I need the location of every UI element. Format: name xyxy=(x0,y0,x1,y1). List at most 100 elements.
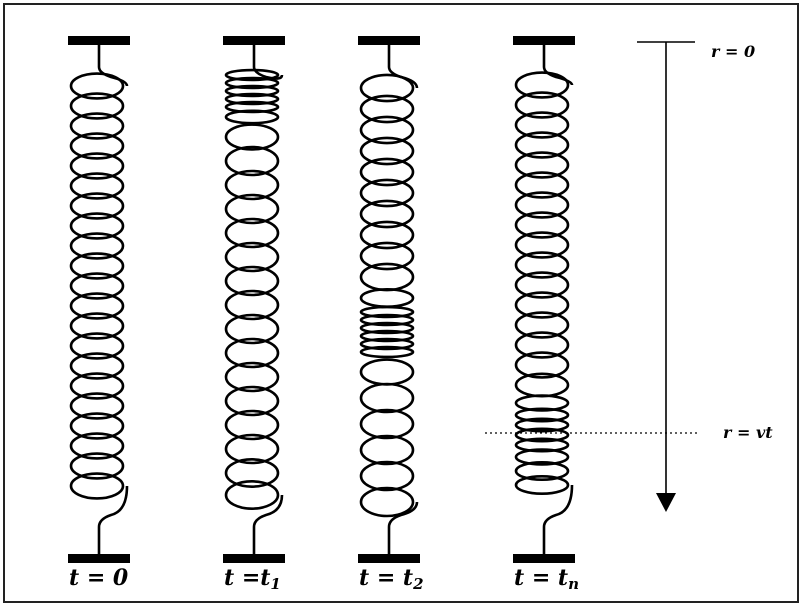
spring-label-t2: t = t2 xyxy=(359,565,424,593)
spring-coil xyxy=(359,460,415,492)
spring-top-hook xyxy=(97,41,129,87)
spring-coil xyxy=(224,193,280,225)
spring-coil xyxy=(514,231,570,259)
spring-coil xyxy=(514,71,570,99)
spring-coil xyxy=(514,131,570,159)
spring-t0: t = 0 xyxy=(68,36,130,591)
spring-coil xyxy=(359,241,415,271)
spring-coil xyxy=(359,94,415,124)
spring-coil xyxy=(69,272,125,300)
spring-coil xyxy=(359,220,415,250)
spring-coil xyxy=(224,145,280,177)
spring-coil xyxy=(224,92,280,106)
spring-coil xyxy=(359,486,415,518)
spring-coil xyxy=(514,394,570,412)
spring-coil xyxy=(69,472,125,500)
position-axis: r = 0 r = vt xyxy=(485,41,773,512)
spring-coil xyxy=(69,172,125,200)
spring-coil xyxy=(224,241,280,273)
spring-coil xyxy=(224,217,280,249)
spring-coil xyxy=(359,199,415,229)
spring-coil xyxy=(224,458,280,488)
spring-coil xyxy=(359,408,415,440)
spring-coil xyxy=(514,211,570,239)
spring-coil xyxy=(359,345,415,359)
spring-coil xyxy=(224,480,280,510)
spring-coil xyxy=(69,432,125,460)
spring-coil xyxy=(514,151,570,179)
spring-bottom-hook xyxy=(542,484,574,559)
spring-coil xyxy=(224,433,280,465)
spring-coil xyxy=(514,331,570,359)
spring-coil xyxy=(69,152,125,180)
spring-coil xyxy=(224,385,280,417)
spring-coil xyxy=(514,461,570,481)
spring-coil xyxy=(224,265,280,297)
spring-bottom-hook xyxy=(97,485,129,559)
spring-coil xyxy=(359,73,415,103)
spring-bottom-hook xyxy=(252,494,284,559)
spring-coil xyxy=(359,329,415,343)
spring-coil xyxy=(359,337,415,351)
spring-coil xyxy=(359,313,415,327)
spring-top-bar xyxy=(68,36,130,45)
spring-label-tn: t = tn xyxy=(514,565,579,593)
spring-coil xyxy=(514,407,570,423)
spring-coil xyxy=(514,271,570,299)
spring-coil xyxy=(69,112,125,140)
spring-coil xyxy=(514,291,570,319)
spring-coil xyxy=(69,92,125,120)
spring-coil xyxy=(359,358,415,386)
spring-coil xyxy=(224,123,280,151)
spring-coil xyxy=(359,136,415,166)
spring-coil xyxy=(69,412,125,440)
spring-coil xyxy=(359,321,415,335)
spring-coil xyxy=(69,352,125,380)
spring-coil xyxy=(514,191,570,219)
spring-coil xyxy=(224,68,280,82)
spring-coil xyxy=(69,392,125,420)
figure-frame: r = 0 r = vt t = 0 t =t1 t = t2 t = tn xyxy=(3,3,799,603)
spring-coil xyxy=(224,109,280,125)
spring-coil xyxy=(69,292,125,320)
spring-coil xyxy=(514,437,570,453)
spring-coil xyxy=(514,448,570,466)
spring-coil xyxy=(359,157,415,187)
spring-coil xyxy=(69,452,125,480)
spring-t2: t = t2 xyxy=(358,36,424,593)
spring-bottom-hook xyxy=(387,501,419,559)
axis-label-rvt: r = vt xyxy=(723,423,773,442)
spring-coil xyxy=(224,337,280,369)
spring-coil xyxy=(514,91,570,119)
spring-coil xyxy=(69,72,125,100)
spring-coil xyxy=(514,427,570,443)
spring-tn: t = tn xyxy=(513,36,579,593)
spring-coil xyxy=(69,132,125,160)
axis-arrowhead xyxy=(656,493,676,512)
spring-coil xyxy=(359,288,415,308)
spring-coil xyxy=(359,305,415,319)
spring-coil xyxy=(359,434,415,466)
springs-layer: t = 0 t =t1 t = t2 t = tn xyxy=(68,36,579,593)
spring-label-t0: t = 0 xyxy=(69,565,129,591)
spring-coil xyxy=(514,111,570,139)
spring-t1: t =t1 xyxy=(223,36,285,593)
spring-coil xyxy=(69,232,125,260)
spring-label-t1: t =t1 xyxy=(224,565,281,593)
spring-top-hook xyxy=(387,41,419,89)
spring-coil xyxy=(224,84,280,98)
axis-label-r0: r = 0 xyxy=(711,42,755,61)
spring-coil xyxy=(224,361,280,393)
spring-coil xyxy=(224,169,280,201)
spring-coil xyxy=(69,192,125,220)
spring-coil xyxy=(224,313,280,345)
spring-coil xyxy=(514,417,570,433)
spring-coil xyxy=(69,332,125,360)
spring-top-bar xyxy=(513,36,575,45)
spring-coil xyxy=(359,382,415,414)
spring-top-bar xyxy=(358,36,420,45)
spring-coil xyxy=(359,178,415,208)
spring-coil xyxy=(514,311,570,339)
spring-coil xyxy=(514,351,570,379)
spring-coil xyxy=(514,475,570,495)
